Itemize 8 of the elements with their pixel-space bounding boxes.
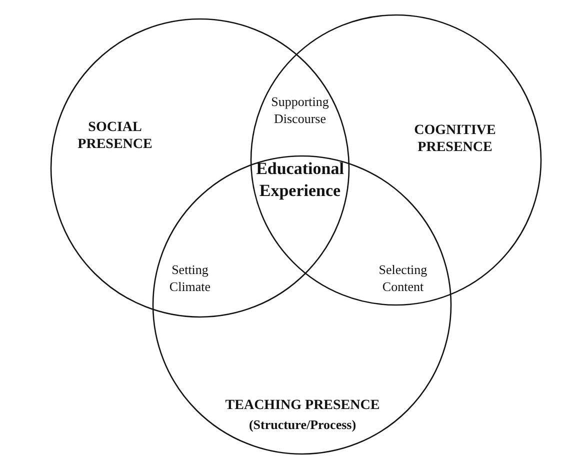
overlap-label: Selecting Content [378, 262, 428, 296]
circle-title: COGNITIVE PRESENCE [413, 123, 497, 157]
overlap-label: Supporting Discourse [270, 94, 330, 128]
overlap-label: Setting Climate [168, 262, 212, 296]
circle-title: TEACHING PRESENCE [224, 398, 381, 415]
circle-title: (Structure/Process) [248, 417, 358, 433]
circle-title: SOCIAL PRESENCE [76, 120, 154, 154]
center-label: Educational Experience [255, 158, 345, 202]
